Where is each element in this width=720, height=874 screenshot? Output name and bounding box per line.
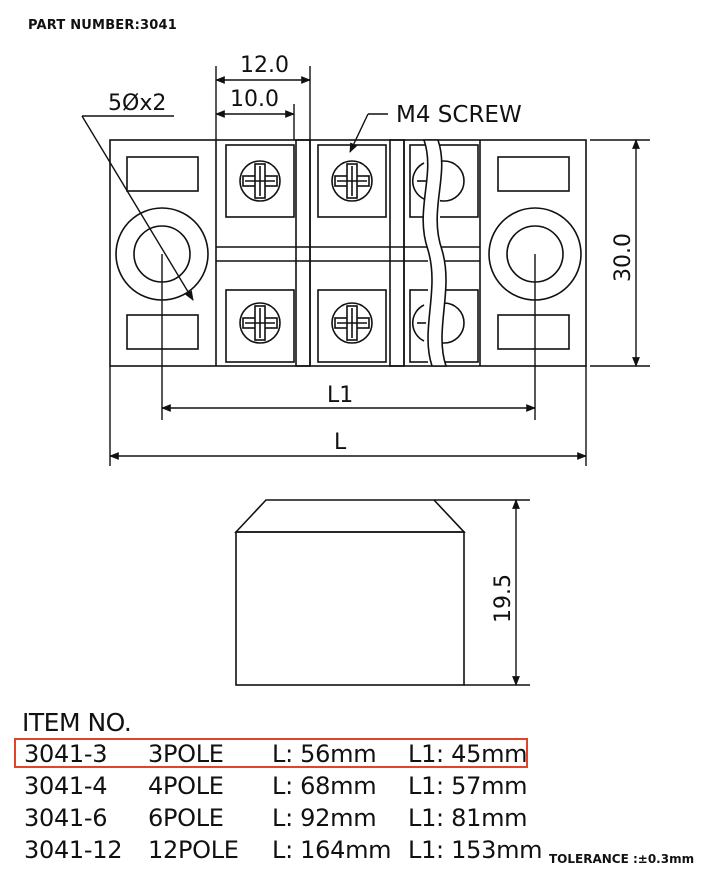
item-table-title: ITEM NO. bbox=[22, 708, 132, 737]
item-length: L: 56mm bbox=[272, 740, 377, 768]
item-pole: 3POLE bbox=[148, 740, 224, 768]
part-number-label: PART NUMBER:3041 bbox=[28, 18, 177, 33]
right-bottom-slot bbox=[497, 314, 570, 350]
tolerance-note: TOLERANCE :±0.3mm bbox=[549, 852, 695, 866]
left-top-slot bbox=[126, 156, 199, 192]
item-length: L: 68mm bbox=[272, 772, 377, 800]
item-pole: 4POLE bbox=[148, 772, 224, 800]
item-pitch-length: L1: 45mm bbox=[408, 740, 528, 768]
item-code: 3041-12 bbox=[24, 836, 123, 864]
holes-label: 5Øx2 bbox=[108, 91, 166, 116]
dim-12-label: 12.0 bbox=[240, 53, 289, 78]
item-code: 3041-3 bbox=[24, 740, 108, 768]
screw-icon bbox=[331, 302, 373, 344]
dim-l-label: L bbox=[334, 430, 347, 455]
dim-30-label: 30.0 bbox=[611, 233, 636, 282]
terminal-body-outline bbox=[109, 139, 587, 367]
dim-10-label: 10.0 bbox=[230, 87, 279, 112]
right-top-slot bbox=[497, 156, 570, 192]
break-line bbox=[422, 139, 448, 367]
item-code: 3041-4 bbox=[24, 772, 108, 800]
side-view bbox=[234, 499, 466, 686]
item-pitch-length: L1: 57mm bbox=[408, 772, 528, 800]
screw-icon bbox=[239, 302, 281, 344]
screw-icon bbox=[331, 160, 373, 202]
item-pitch-length: L1: 81mm bbox=[408, 804, 528, 832]
screw-icon bbox=[239, 160, 281, 202]
item-pitch-length: L1: 153mm bbox=[408, 836, 543, 864]
item-length: L: 92mm bbox=[272, 804, 377, 832]
item-code: 3041-6 bbox=[24, 804, 108, 832]
item-pole: 12POLE bbox=[148, 836, 239, 864]
dim-195-label: 19.5 bbox=[491, 574, 516, 623]
screw-label: M4 SCREW bbox=[396, 102, 522, 128]
item-pole: 6POLE bbox=[148, 804, 224, 832]
item-length: L: 164mm bbox=[272, 836, 392, 864]
dim-l1-label: L1 bbox=[327, 383, 353, 408]
